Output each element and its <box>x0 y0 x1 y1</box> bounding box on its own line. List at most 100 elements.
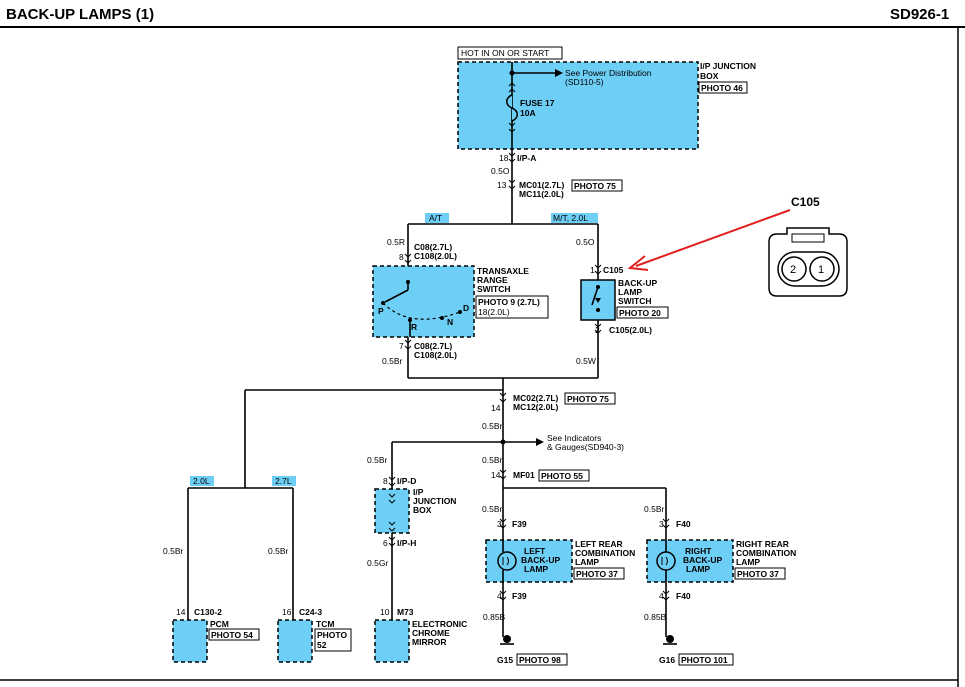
mirror-conn: M73 <box>397 607 414 617</box>
page-title: BACK-UP LAMPS (1) <box>6 6 154 23</box>
mf-photo-box <box>538 469 590 482</box>
llamp-inner-3: LAMP <box>524 564 548 574</box>
wire-br-mid: 0.5Br <box>482 421 502 431</box>
rlamp-conn-top: F40 <box>676 519 691 529</box>
llamp-conn-top: F39 <box>512 519 527 529</box>
tag-20l-text: 2.0L <box>193 476 210 486</box>
inset-pin-2 <box>781 256 807 282</box>
mc-photo-box <box>571 179 623 192</box>
see-ind-1: See Indicators <box>547 433 601 443</box>
pcm-photo-box <box>208 628 260 641</box>
llamp-name-1: LEFT REAR <box>575 539 623 549</box>
iph-pin: 6 <box>383 538 388 548</box>
bsw-name-2: LAMP <box>618 287 642 297</box>
junction-name-2: BOX <box>700 71 719 81</box>
mirror-name-3: MIRROR <box>412 637 446 647</box>
hot-label-box <box>457 46 563 60</box>
g16-photo-box <box>678 653 734 666</box>
contact-n <box>440 316 444 320</box>
tsw-conn-bot-2: C108(2.0L) <box>414 350 457 360</box>
junction-name-1: I/P JUNCTION <box>700 61 756 71</box>
tsw-name-1: TRANSAXLE <box>477 266 529 276</box>
tcm-name: TCM <box>316 619 334 629</box>
bsw-photo-box <box>616 306 669 319</box>
inset-pin-1 <box>809 256 835 282</box>
llamp-inner-1: LEFT <box>524 546 546 556</box>
tsw-name-3: SWITCH <box>477 284 511 294</box>
tag-mt <box>551 213 598 223</box>
annotation-arrow <box>635 209 791 267</box>
wire-br-ipd: 0.5Br <box>367 455 387 465</box>
ip-small-name-1: I/P <box>413 487 424 497</box>
wire-br-pcm: 0.5Br <box>163 546 183 556</box>
llamp-photo: PHOTO 37 <box>576 569 618 579</box>
mc2-photo: PHOTO 75 <box>567 394 609 404</box>
g16: G16 <box>659 655 675 665</box>
connector-chevrons-icon <box>594 264 602 275</box>
ip-junction-box-small: 0.5Br 8 I/P-D I/P JUNCTION BOX 6 I/P-H 0… <box>367 442 456 620</box>
mirror-name-2: CHROME <box>412 628 450 638</box>
tsw-body <box>372 265 475 338</box>
g15-photo-box <box>516 653 568 666</box>
connector-inset-c105: C105 2 1 <box>627 195 848 297</box>
connector-chevrons-icon <box>594 323 602 334</box>
llamp-inner-2: BACK-UP <box>521 555 561 565</box>
pos-r: R <box>411 322 417 332</box>
connector-chevrons-icon <box>388 493 396 504</box>
mirror-name-1: ELECTRONIC <box>412 619 467 629</box>
rlamp-inner-2: BACK-UP <box>683 555 723 565</box>
see-power-2: (SD110-5) <box>565 77 604 87</box>
g15-photo: PHOTO 98 <box>519 655 561 665</box>
arrow-icon <box>595 298 601 303</box>
mc-pin: 13 <box>497 180 507 190</box>
mirror-pin: 10 <box>380 607 390 617</box>
wire-85-l: 0.85B <box>483 612 506 622</box>
see-ind-2: & Gauges(SD940-3) <box>547 442 624 452</box>
see-power-1: See Power Distribution <box>565 68 652 78</box>
tcm-photo-1: PHOTO <box>317 630 347 640</box>
mc2-pin: 14 <box>491 403 501 413</box>
llamp-pin-bot: 4 <box>497 591 502 601</box>
mc01-label: MC01(2.7L) <box>519 180 565 190</box>
arrow-icon <box>555 69 563 77</box>
g15: G15 <box>497 655 513 665</box>
ip-small-body <box>374 488 410 534</box>
bsw-conn-top: C105 <box>603 265 624 275</box>
inset-pin-left: 2 <box>790 264 796 276</box>
tsw-pin-top: 8 <box>399 252 404 262</box>
llamp-name-2: COMBINATION <box>575 548 635 558</box>
tsw-range-arc <box>382 302 461 320</box>
rlamp-photo: PHOTO 37 <box>737 569 779 579</box>
bulb-icon <box>656 551 676 571</box>
tsw-conn-bot-1: C08(2.7L) <box>414 341 452 351</box>
pcm-conn: C130-2 <box>194 607 222 617</box>
rlamp-inner-3: LAMP <box>686 564 710 574</box>
connector-chevrons-icon <box>662 590 670 601</box>
iph-conn: I/P-H <box>397 538 416 548</box>
transaxle-range-switch: 0.5R 8 C08(2.7L) C108(2.0L) P R N D TRAN… <box>372 224 549 360</box>
fuse-rating: 10A <box>520 108 536 118</box>
tsw-photo: PHOTO 9(2.7L) <box>478 297 540 307</box>
wire-br-tcm: 0.5Br <box>268 546 288 556</box>
connector-chevrons-icon <box>508 122 516 133</box>
junction-photo-box <box>698 81 748 94</box>
inset-label: C105 <box>791 195 820 209</box>
mf-photo: PHOTO 55 <box>541 471 583 481</box>
tsw-conn-top-1: C08(2.7L) <box>414 242 452 252</box>
tag-mt-text: M/T, 2.0L <box>553 213 588 223</box>
pcm-pin: 14 <box>176 607 186 617</box>
filament-icon <box>661 556 668 566</box>
page-code: SD926-1 <box>890 6 949 23</box>
llamp-pin-top: 3 <box>497 519 502 529</box>
wire-at-size: 0.5R <box>387 237 405 247</box>
tsw-pin-bot: 7 <box>399 341 404 351</box>
pin-18: 18 <box>499 153 509 163</box>
rlamp-photo-box <box>734 567 786 580</box>
mf-pin: 14 <box>491 470 501 480</box>
contact-d <box>458 310 462 314</box>
rlamp-pin-top: 3 <box>659 519 664 529</box>
wire-85-r: 0.85B <box>644 612 667 622</box>
connector-chevrons-icon <box>499 392 507 403</box>
connector-chevrons-icon <box>499 518 507 529</box>
filament-icon <box>502 556 509 566</box>
